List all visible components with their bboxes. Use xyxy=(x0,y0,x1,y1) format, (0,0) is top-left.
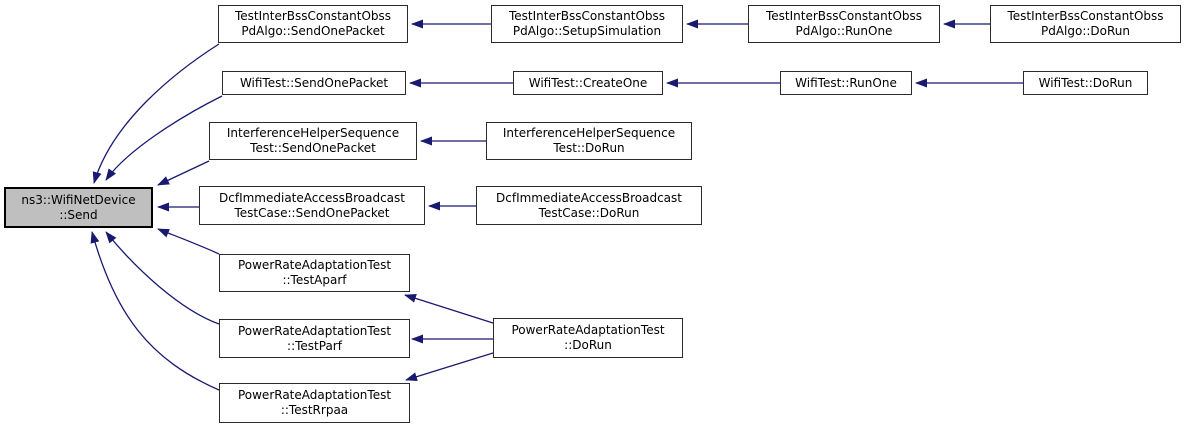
node-dcftestcase-sendonepacket[interactable]: DcfImmediateAccessBroadcast TestCase::Se… xyxy=(199,186,425,225)
node-label-line1: DcfImmediateAccessBroadcast xyxy=(219,190,405,205)
edge-tibcosendonepacket-to-send xyxy=(92,43,220,184)
node-tibcopdalgo-dorun[interactable]: TestInterBssConstantObss PdAlgo::DoRun xyxy=(990,5,1181,43)
node-pra-testrrpaa[interactable]: PowerRateAdaptationTest ::TestRrpaa xyxy=(219,383,410,423)
node-label-line2: PdAlgo::SendOnePacket xyxy=(241,24,385,38)
node-label-line2: ::TestParf xyxy=(287,338,342,353)
node-label-line1: TestInterBssConstantObss xyxy=(508,9,666,23)
node-label-line1: DcfImmediateAccessBroadcast xyxy=(496,190,682,205)
edge-pradorun-to-testaparf xyxy=(404,294,494,324)
node-label-line2: PdAlgo::RunOne xyxy=(795,24,893,38)
node-label-line2: Test::SendOnePacket xyxy=(250,141,376,155)
node-tibcopdalgo-setupsimulation[interactable]: TestInterBssConstantObss PdAlgo::SetupSi… xyxy=(491,5,683,43)
edge-testparf-to-send xyxy=(105,231,220,325)
node-label-line1: PowerRateAdaptationTest xyxy=(237,388,392,402)
edge-pradorun-to-testrrpaa xyxy=(405,352,494,382)
node-label-line1: TestInterBssConstantObss xyxy=(1007,9,1164,23)
node-wifitest-sendonepacket[interactable]: WifiTest::SendOnePacket xyxy=(222,71,406,95)
edge-testaparf-to-send xyxy=(157,228,220,255)
node-label-line2: PdAlgo::DoRun xyxy=(1040,24,1131,38)
node-label-line1: PowerRateAdaptationTest xyxy=(237,258,392,272)
node-label-line1: WifiTest::DoRun xyxy=(1038,75,1133,90)
node-label-line1: PowerRateAdaptationTest xyxy=(237,323,392,338)
node-label-line1: TestInterBssConstantObss xyxy=(765,9,923,23)
node-dcftestcase-dorun[interactable]: DcfImmediateAccessBroadcast TestCase::Do… xyxy=(476,186,702,225)
edge-ihssendonepacket-to-send xyxy=(157,160,210,186)
node-ihstest-dorun[interactable]: InterferenceHelperSequence Test::DoRun xyxy=(486,122,692,160)
node-label-line2: TestCase::SendOnePacket xyxy=(234,205,390,220)
node-tibcopdalgo-runone[interactable]: TestInterBssConstantObss PdAlgo::RunOne xyxy=(748,5,940,43)
node-pra-testparf[interactable]: PowerRateAdaptationTest ::TestParf xyxy=(219,319,410,358)
node-label-line1: PowerRateAdaptationTest xyxy=(511,323,665,337)
node-tibcopdalgo-sendonepacket[interactable]: TestInterBssConstantObss PdAlgo::SendOne… xyxy=(218,5,408,43)
node-label-line2: PdAlgo::SetupSimulation xyxy=(512,24,662,38)
node-wifitest-createone[interactable]: WifiTest::CreateOne xyxy=(513,71,663,95)
node-label-line1: ns3::WifiNetDevice xyxy=(21,192,136,207)
node-label-line1: WifiTest::SendOnePacket xyxy=(239,75,389,90)
node-wifitest-runone[interactable]: WifiTest::RunOne xyxy=(780,71,912,95)
node-label-line2: ::DoRun xyxy=(564,338,612,352)
node-label-line2: ::Send xyxy=(59,207,98,222)
node-label-line2: Test::DoRun xyxy=(553,141,625,155)
node-label-line1: WifiTest::CreateOne xyxy=(528,75,648,90)
node-pra-testaparf[interactable]: PowerRateAdaptationTest ::TestAparf xyxy=(219,254,410,292)
node-label-line1: WifiTest::RunOne xyxy=(795,75,897,90)
node-label-line1: InterferenceHelperSequence xyxy=(226,126,400,140)
edge-testrrpaa-to-send xyxy=(90,231,220,391)
node-label-line2: ::TestRrpaa xyxy=(280,403,349,417)
node-label-line2: ::TestAparf xyxy=(282,273,347,287)
edge-wifisendonepacket-to-send xyxy=(105,95,223,181)
node-wifitest-dorun[interactable]: WifiTest::DoRun xyxy=(1023,71,1148,95)
node-pra-dorun[interactable]: PowerRateAdaptationTest ::DoRun xyxy=(493,318,683,358)
node-label-line1: InterferenceHelperSequence xyxy=(502,126,676,140)
node-label-line2: TestCase::DoRun xyxy=(538,205,640,220)
node-label-line1: TestInterBssConstantObss xyxy=(234,9,392,23)
node-ihstest-sendonepacket[interactable]: InterferenceHelperSequence Test::SendOne… xyxy=(209,122,417,160)
node-ns3-wifinetdevice-send: ns3::WifiNetDevice ::Send xyxy=(4,187,153,228)
